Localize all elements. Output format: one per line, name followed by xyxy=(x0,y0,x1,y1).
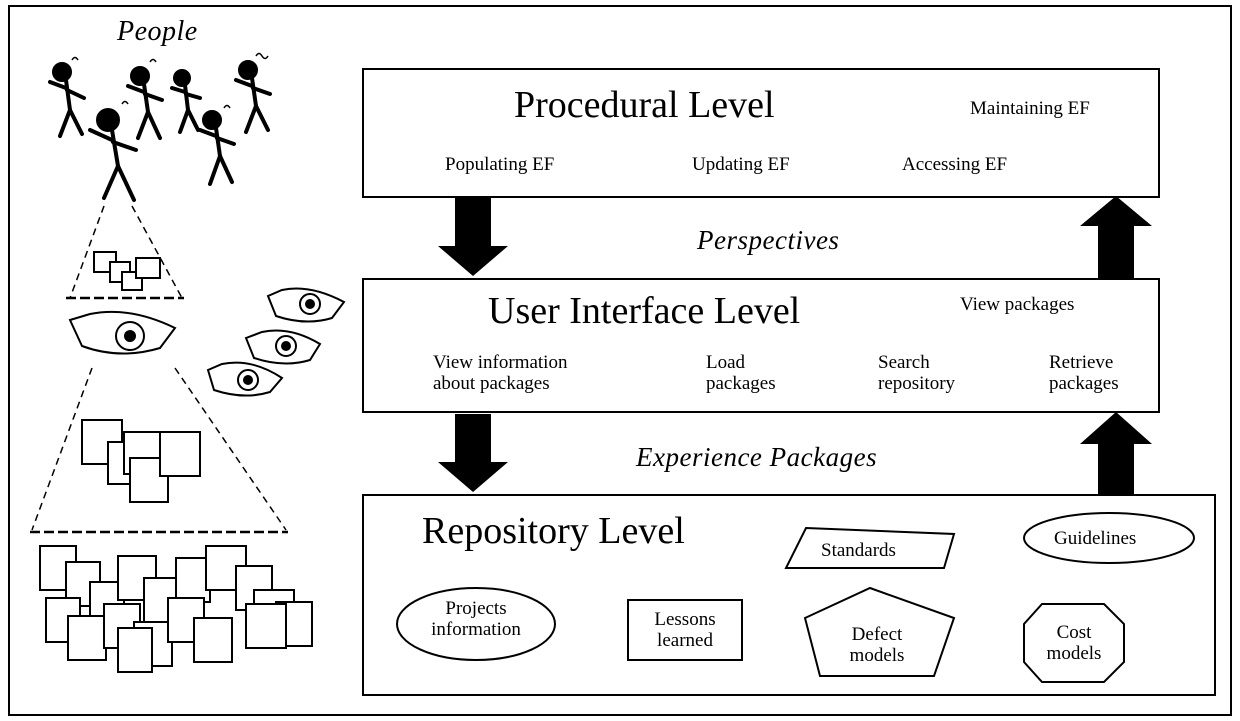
perspectives-label: Perspectives xyxy=(697,225,840,255)
eye-icon xyxy=(244,329,322,365)
defect-models-shape xyxy=(803,586,956,677)
document-icon xyxy=(81,419,201,503)
lessons-learned-shape xyxy=(627,599,743,661)
document-icon xyxy=(93,251,161,291)
stick-figure-people xyxy=(48,60,272,202)
standards-label: Standards xyxy=(821,540,896,561)
experience-packages-label: Experience Packages xyxy=(636,442,878,472)
eye-icon xyxy=(68,310,177,355)
standards-shape xyxy=(784,526,956,569)
arrow-up-icon xyxy=(1080,412,1152,494)
cost-models-shape xyxy=(1023,603,1125,683)
person-figure xyxy=(170,69,202,134)
person-figure xyxy=(234,60,272,134)
populating-ef-label: Populating EF xyxy=(445,154,555,175)
updating-ef-label: Updating EF xyxy=(692,154,790,175)
maintaining-ef-label: Maintaining EF xyxy=(970,98,1090,119)
arrow-up-icon xyxy=(1080,196,1152,278)
eye-icon xyxy=(266,287,346,323)
projects-information-shape xyxy=(396,587,556,661)
procedural-level-title: Procedural Level xyxy=(514,84,775,126)
arrow-down-icon xyxy=(438,198,508,276)
document-icon xyxy=(39,545,313,673)
person-figure xyxy=(48,62,86,138)
eye-icon xyxy=(206,361,284,397)
person-figure xyxy=(126,66,164,140)
repository-level-title: Repository Level xyxy=(422,510,685,552)
user-interface-level-title: User Interface Level xyxy=(488,290,801,332)
arrow-down-icon xyxy=(438,414,508,492)
view-packages-label: View packages xyxy=(960,294,1075,315)
accessing-ef-label: Accessing EF xyxy=(902,154,1008,175)
diagram-frame xyxy=(8,5,1232,716)
user-interface-level-box xyxy=(362,278,1160,413)
person-figure xyxy=(198,110,236,186)
procedural-level-box xyxy=(362,68,1160,198)
guidelines-label: Guidelines xyxy=(1054,528,1137,549)
guidelines-shape xyxy=(1023,512,1195,564)
people-label: People xyxy=(117,16,198,47)
person-figure xyxy=(88,108,138,202)
